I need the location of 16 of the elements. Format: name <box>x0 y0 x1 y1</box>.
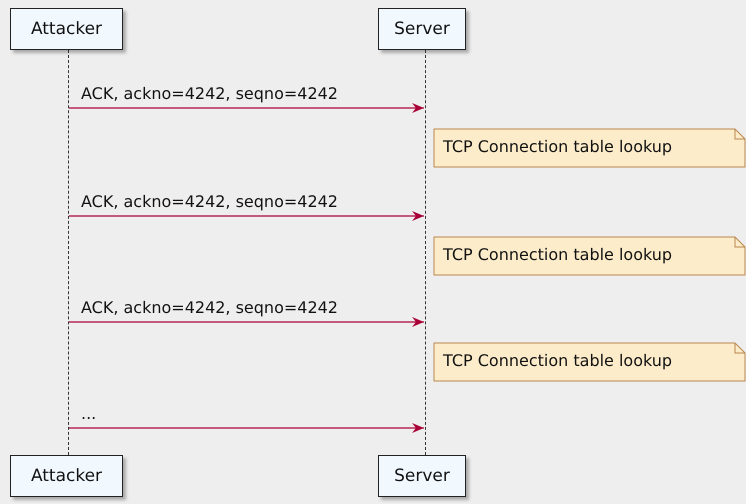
note-box: TCP Connection table lookup <box>433 128 746 168</box>
note-box: TCP Connection table lookup <box>433 236 746 276</box>
message-label: ACK, ackno=4242, seqno=4242 <box>80 192 339 211</box>
participant-box: Server <box>378 8 466 50</box>
participant-box: Server <box>378 455 466 497</box>
message-arrow <box>69 317 424 327</box>
message-arrow <box>69 103 424 113</box>
note-box: TCP Connection table lookup <box>433 342 746 382</box>
lifeline <box>68 50 70 455</box>
lifeline <box>424 50 426 455</box>
participant-box: Attacker <box>10 8 123 50</box>
message-label: ACK, ackno=4242, seqno=4242 <box>80 84 339 103</box>
message-arrow <box>69 211 424 221</box>
message-label: ACK, ackno=4242, seqno=4242 <box>80 298 339 317</box>
participant-box: Attacker <box>10 455 123 497</box>
message-arrow <box>69 423 424 433</box>
